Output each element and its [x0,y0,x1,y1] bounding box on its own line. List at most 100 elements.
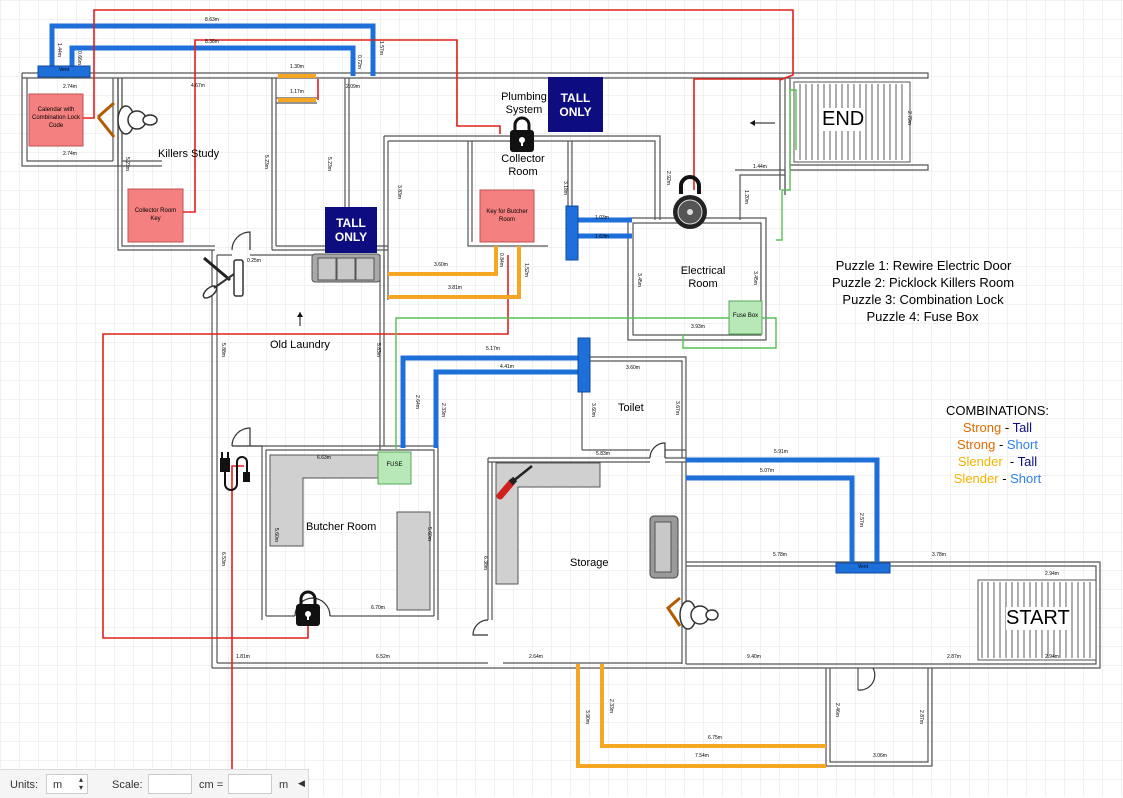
dimension-label: 5.88m [220,343,226,357]
combo-attr-b: Short [1010,471,1042,486]
calendar-box[interactable] [28,93,84,147]
collector-key-label: Collector Room Key [134,208,177,222]
dimension-label: 6.63m [317,455,331,461]
tall-only-sign: TALL ONLY [325,207,377,253]
puzzle-1: Puzzle 1: Rewire Electric Door [835,258,1012,273]
combinations-legend: COMBINATIONS: Strong - Tall Strong - Sho… [930,402,1065,487]
dimension-label: 1.20m [743,190,749,204]
dimension-label: 5.83m [375,343,381,357]
scale-cm-input[interactable] [148,774,192,794]
arrow-icon [297,120,775,326]
collapse-arrow-icon[interactable]: ◀ [298,778,305,788]
green-wires [395,89,797,450]
scale-label: Scale: [112,779,143,791]
dimension-label: 5.83m [596,451,610,457]
dimension-label: 8.63m [205,17,219,23]
dimension-label: 5.23m [124,157,130,171]
dimension-label: 1.30m [290,64,304,70]
dimension-label: 0.25m [247,258,261,264]
bottom-toolbar: Units: m ▴▾ Scale: cm = m ◀ [0,769,309,798]
dimension-label: 4.67m [191,83,205,89]
butcher-key-box[interactable] [479,189,535,243]
lockpick-icon[interactable] [201,256,244,300]
vent-toilet[interactable] [577,337,591,393]
units-select[interactable]: m ▴▾ [46,774,88,794]
vent-start[interactable] [835,562,891,574]
combination-lock-icon[interactable] [673,175,707,229]
dimension-label: 2.74m [63,84,77,90]
storage-counter [495,462,601,585]
scale-m-input[interactable] [228,774,272,794]
room-label-old-laundry: Old Laundry [270,339,330,351]
room-label-butcher-room: Butcher Room [306,521,377,533]
dimension-label: 2.94m [1045,654,1059,660]
dimension-label: 2.87m [918,710,924,724]
dimension-label: 3.90m [584,710,590,724]
dimension-label: 1.17m [290,89,304,95]
vent-collector[interactable] [565,205,579,261]
dimension-label: 3.93m [691,324,705,330]
orange-paths [278,74,826,768]
spinner-icon: ▴▾ [78,775,83,792]
vent-label: Vent [58,67,69,73]
dimension-label: 4.41m [500,364,514,370]
padlock-icon[interactable] [510,116,534,152]
tall-only-sign: TALL ONLY [548,77,603,132]
dimension-label: 5.07m [760,468,774,474]
vent-top-left[interactable] [37,65,91,78]
combo-attr-b: Tall [1017,454,1038,469]
dimension-label: 2.79m [906,111,912,125]
dimension-label: 3.45m [636,273,642,287]
padlock-icon[interactable] [296,590,320,626]
dimension-label: 2.09m [346,84,360,90]
room-label-electrical-room: Electrical Room [680,265,726,290]
room-label-plumbing-system: Plumbing System [501,91,547,116]
fuse-item[interactable] [377,451,412,485]
dimension-label: 0.72m [356,55,362,69]
calendar-label: Calendar with Combination Lock Code [31,107,81,129]
dimension-label: 1.63m [595,234,609,240]
dimension-label: 3.60m [434,262,448,268]
puzzle-3: Puzzle 3: Combination Lock [842,292,1004,307]
doorknob-icon[interactable] [96,101,158,138]
doorknob-icon[interactable] [666,596,719,630]
butcher-key-label: Key for Butcher Room [486,209,528,223]
dimension-label: 5.17m [486,346,500,352]
combination-row: Slender - Short [953,471,1042,486]
vent-label: Vent [857,564,868,570]
combo-attr-a: Slender [957,454,1003,469]
dimension-label: 6.75m [708,735,722,741]
dimension-label: 1.81m [236,654,250,660]
fuse-box-label: Fuse Box [732,313,759,319]
dimension-label: 5.60m [273,528,279,542]
dimension-label: 3.18m [562,181,568,195]
fuse-label: FUSE [386,462,403,468]
dimension-label: 2.87m [947,654,961,660]
dimension-label: 2.57m [858,513,864,527]
puzzle-2: Puzzle 2: Picklock Killers Room [831,275,1015,290]
dimension-label: 3.45m [752,271,758,285]
combinations-title: COMBINATIONS: [945,403,1050,418]
dimension-label: 5.78m [773,552,787,558]
dimension-label: 2.94m [1045,571,1059,577]
dimension-label: 1.57m [378,41,384,55]
dimension-label: 3.78m [932,552,946,558]
collector-key-box[interactable] [127,188,184,243]
plug-icon[interactable] [220,452,250,491]
dimension-label: 9.40m [747,654,761,660]
combo-attr-b: Short [1006,437,1038,452]
dimension-label: 2.33m [440,403,446,417]
dimension-label: 6.52m [376,654,390,660]
dimension-label: 2.46m [834,703,840,717]
dimension-label: 2.33m [608,699,614,713]
butcher-table [396,511,431,611]
screwdriver-icon[interactable] [496,465,533,500]
room-label-toilet: Toilet [618,402,644,414]
dimension-label: 7.54m [695,753,709,759]
dimension-label: 3.83m [396,185,402,199]
sofa [311,253,381,283]
combo-attr-a: Strong [957,437,996,452]
storage-sofa [649,515,679,579]
dimension-label: 3.60m [590,403,596,417]
